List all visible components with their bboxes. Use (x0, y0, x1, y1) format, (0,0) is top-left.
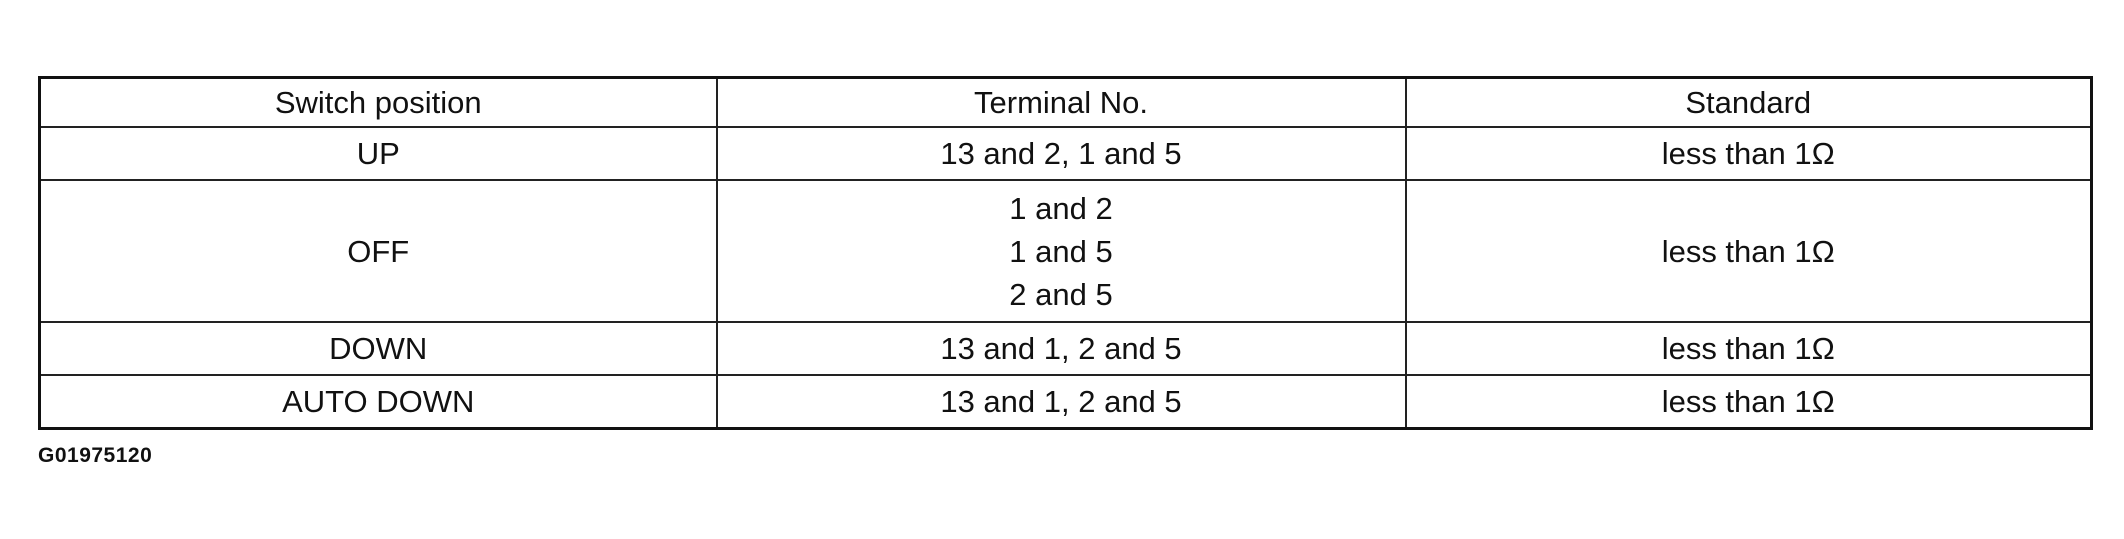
terminal-pair: 13 and 1, 2 and 5 (940, 384, 1182, 419)
header-standard: Standard (1404, 76, 2093, 128)
table-row: DOWN 13 and 1, 2 and 5 less than 1Ω (38, 321, 2093, 376)
figure-id: G01975120 (38, 444, 153, 467)
header-terminal-no: Terminal No. (715, 76, 1407, 128)
cell-terminal-no: 13 and 1, 2 and 5 (715, 374, 1407, 430)
cell-terminal-no: 1 and 2 1 and 5 2 and 5 (715, 179, 1407, 323)
cell-switch-position: AUTO DOWN (38, 374, 718, 430)
cell-standard: less than 1Ω (1404, 179, 2093, 323)
terminal-pair: 13 and 2, 1 and 5 (940, 136, 1182, 171)
cell-standard: less than 1Ω (1404, 321, 2093, 376)
cell-terminal-no: 13 and 2, 1 and 5 (715, 126, 1407, 181)
cell-standard: less than 1Ω (1404, 374, 2093, 430)
table-row: AUTO DOWN 13 and 1, 2 and 5 less than 1Ω (38, 374, 2093, 430)
cell-switch-position: UP (38, 126, 718, 181)
terminal-pair: 13 and 1, 2 and 5 (940, 331, 1182, 366)
header-switch-position: Switch position (38, 76, 718, 128)
table-row: OFF 1 and 2 1 and 5 2 and 5 less than 1Ω (38, 179, 2093, 323)
terminal-pair: 1 and 2 (1009, 190, 1113, 226)
terminal-pair: 2 and 5 (1009, 276, 1113, 312)
cell-standard: less than 1Ω (1404, 126, 2093, 181)
switch-inspection-table: Switch position Terminal No. Standard UP… (38, 76, 2093, 430)
cell-terminal-no: 13 and 1, 2 and 5 (715, 321, 1407, 376)
terminal-pair: 1 and 5 (1009, 233, 1113, 269)
table-header-row: Switch position Terminal No. Standard (38, 76, 2093, 128)
cell-switch-position: DOWN (38, 321, 718, 376)
table-row: UP 13 and 2, 1 and 5 less than 1Ω (38, 126, 2093, 181)
cell-switch-position: OFF (38, 179, 718, 323)
